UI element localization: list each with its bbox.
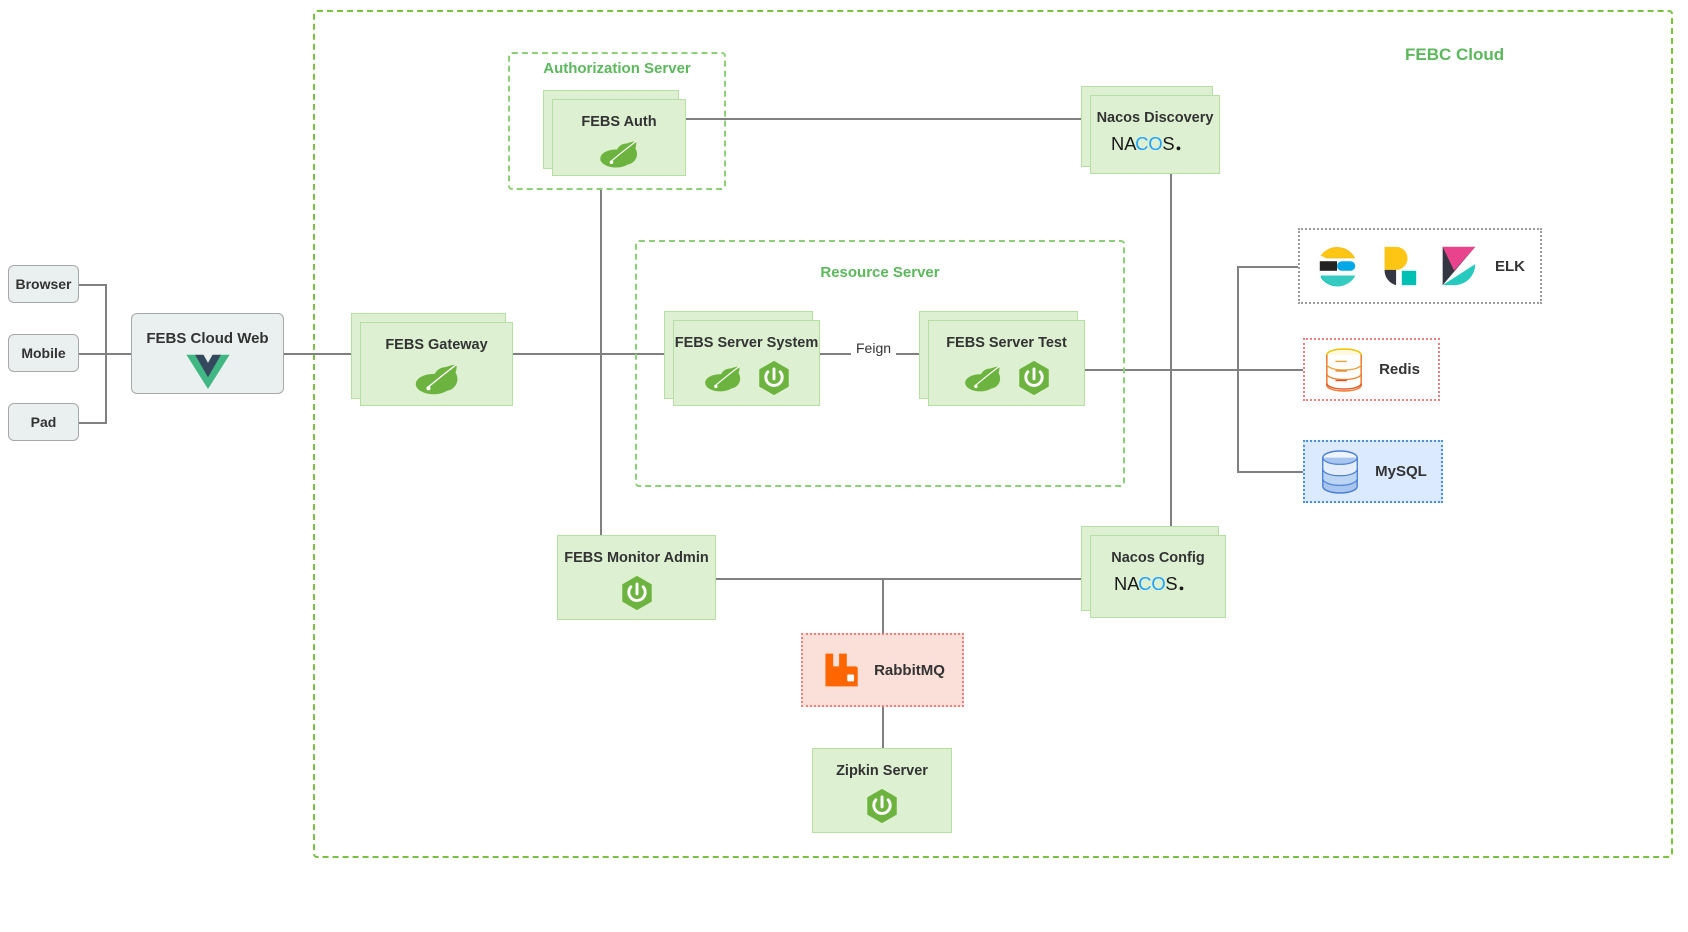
febs-server-test-label: FEBS Server Test	[946, 335, 1067, 351]
elk-node[interactable]: ELK	[1298, 228, 1542, 304]
nacos-icon: NA CO S	[1111, 131, 1199, 157]
nacos-discovery-label: Nacos Discovery	[1096, 110, 1214, 126]
resource-server-group	[635, 240, 1125, 487]
connector-mobile	[78, 353, 133, 355]
client-browser[interactable]: Browser	[8, 265, 79, 303]
client-mobile[interactable]: Mobile	[8, 334, 79, 372]
febs-monitor-admin-node[interactable]: FEBS Monitor Admin	[557, 535, 716, 620]
svg-text:S: S	[1162, 133, 1174, 154]
febs-auth-icons	[598, 139, 640, 169]
febs-server-system-label: FEBS Server System	[674, 335, 819, 351]
client-pad[interactable]: Pad	[8, 403, 79, 441]
connector-monitor-nacos	[716, 578, 1081, 580]
nacos-discovery-node[interactable]: Nacos Discovery NA CO S	[1081, 86, 1220, 174]
spring-boot-icon	[757, 360, 791, 396]
nacos-config-node[interactable]: Nacos Config NA CO S	[1081, 526, 1226, 618]
redis-icon	[1323, 347, 1365, 393]
connector-mysql	[1237, 471, 1303, 473]
febs-gateway-label: FEBS Gateway	[385, 337, 488, 353]
mysql-label: MySQL	[1375, 463, 1427, 480]
svg-text:CO: CO	[1138, 573, 1166, 594]
connector-nacos-vertical	[1170, 174, 1172, 530]
zipkin-server-icons	[865, 788, 899, 824]
rabbitmq-icon	[820, 650, 860, 690]
febs-monitor-admin-label: FEBS Monitor Admin	[564, 550, 709, 566]
client-pad-label: Pad	[30, 414, 57, 430]
febs-server-system-node[interactable]: FEBS Server System	[664, 311, 820, 406]
svg-text:NA: NA	[1111, 133, 1137, 154]
elk-label: ELK	[1495, 257, 1525, 275]
nacos-config-icons: NA CO S	[1114, 571, 1202, 597]
svg-text:CO: CO	[1135, 133, 1163, 154]
febc-cloud-label: FEBC Cloud	[1405, 45, 1505, 64]
connector-redis	[1237, 369, 1303, 371]
spring-boot-icon	[1017, 360, 1051, 396]
connector-right-bus	[1237, 266, 1239, 471]
redis-node[interactable]: Redis	[1303, 338, 1440, 401]
febs-server-test-node[interactable]: FEBS Server Test	[919, 311, 1085, 406]
kibana-icon	[1435, 243, 1481, 289]
vue-icon	[185, 353, 230, 389]
mysql-icon	[1319, 449, 1361, 495]
connector-elk	[1237, 266, 1298, 268]
connector-rabbitmq-zipkin	[882, 707, 884, 748]
mysql-node[interactable]: MySQL	[1303, 440, 1443, 503]
connector-browser	[78, 284, 107, 286]
febs-gateway-icons	[413, 362, 461, 396]
spring-boot-icon	[620, 575, 654, 611]
nacos-discovery-icons: NA CO S	[1111, 131, 1199, 157]
zipkin-server-node[interactable]: Zipkin Server	[812, 748, 952, 833]
connector-pad	[78, 422, 107, 424]
rabbitmq-node[interactable]: RabbitMQ	[801, 633, 964, 707]
febs-server-system-icons	[703, 360, 791, 396]
svg-text:S: S	[1165, 573, 1177, 594]
nacos-icon: NA CO S	[1114, 571, 1202, 597]
elasticsearch-icon	[1315, 243, 1361, 289]
client-browser-label: Browser	[15, 276, 72, 292]
febs-cloud-web-node[interactable]: FEBS Cloud Web	[131, 313, 284, 394]
spring-leaf-icon	[598, 139, 640, 169]
spring-leaf-icon	[703, 364, 743, 393]
feign-edge-label: Feign	[851, 340, 897, 356]
authorization-server-title: Authorization Server	[543, 60, 691, 77]
connector-test-right	[1085, 369, 1237, 371]
spring-leaf-icon	[963, 364, 1003, 393]
connector-web-gateway	[284, 353, 360, 355]
febc-cloud-boundary	[313, 10, 1673, 858]
spring-leaf-icon	[413, 362, 461, 396]
febs-monitor-admin-icons	[620, 575, 654, 611]
connector-rabbitmq-up	[882, 578, 884, 633]
spring-boot-icon	[865, 788, 899, 824]
febs-auth-label: FEBS Auth	[581, 114, 657, 130]
zipkin-server-label: Zipkin Server	[836, 763, 928, 779]
nacos-config-label: Nacos Config	[1111, 550, 1205, 566]
febs-auth-node[interactable]: FEBS Auth	[543, 90, 686, 176]
febs-gateway-node[interactable]: FEBS Gateway	[351, 313, 513, 406]
febs-cloud-web-label: FEBS Cloud Web	[146, 330, 269, 347]
redis-label: Redis	[1379, 361, 1420, 378]
authorization-server-group	[508, 52, 726, 190]
febs-server-test-icons	[963, 360, 1051, 396]
resource-server-title: Resource Server	[820, 264, 940, 281]
client-mobile-label: Mobile	[21, 345, 66, 361]
svg-text:NA: NA	[1114, 573, 1140, 594]
connector-auth-spine	[600, 190, 602, 538]
connector-auth-nacos	[686, 118, 1081, 120]
logstash-icon	[1375, 243, 1421, 289]
rabbitmq-label: RabbitMQ	[874, 661, 945, 679]
connector-gateway-system	[513, 353, 673, 355]
